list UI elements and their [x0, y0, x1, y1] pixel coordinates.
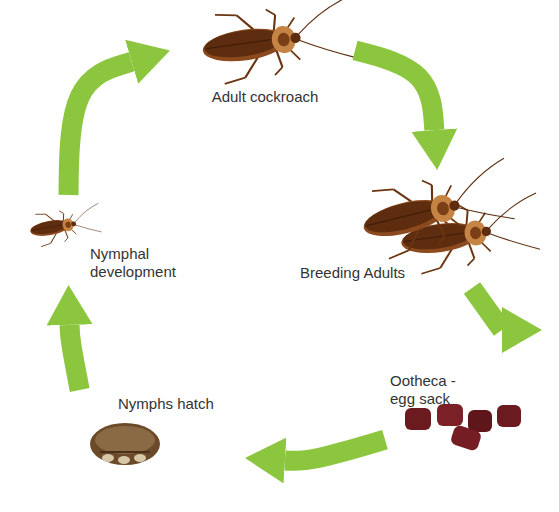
stage-node: Nymphs hatch: [55, 390, 245, 470]
hatching-nymphs-picture: [90, 423, 160, 465]
cycle-arrow: [69, 62, 132, 195]
stage-node: Adult cockroach: [170, 0, 355, 112]
stage-node: Ootheca - egg sack: [385, 370, 535, 452]
stage-node: Breeding Adults: [298, 170, 530, 288]
cycle-arrow: [472, 288, 502, 330]
stage-label: Nymphs hatch: [118, 395, 238, 413]
stage-label: Nymphal development: [90, 245, 185, 281]
adult-cockroach-picture: [198, 0, 359, 86]
cycle-arrow: [285, 440, 385, 461]
cycle-arrow: [70, 325, 80, 390]
cycle-arrow: [355, 50, 434, 130]
stage-node: Nymphal development: [10, 195, 205, 285]
stage-label: Ootheca - egg sack: [390, 372, 470, 408]
breeding-cockroach-picture: [356, 158, 521, 263]
nymph-picture: [28, 203, 105, 248]
stage-label: Adult cockroach: [195, 88, 335, 106]
ootheca-picture: [405, 404, 521, 452]
stage-label: Breeding Adults: [300, 264, 430, 282]
